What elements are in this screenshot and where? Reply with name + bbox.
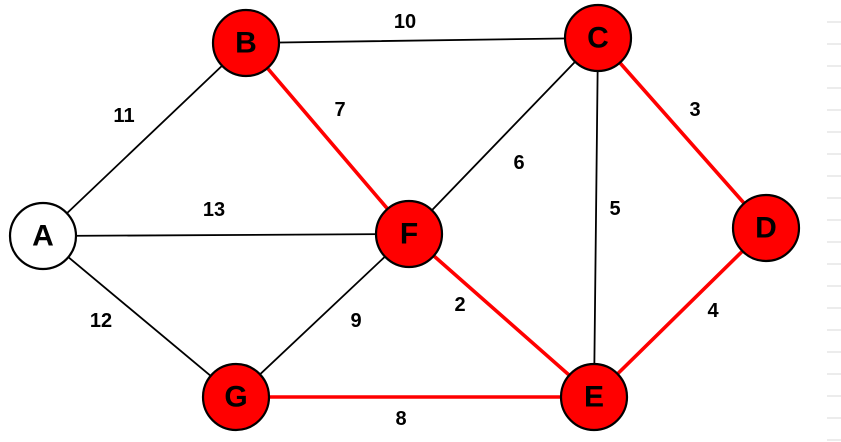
node-F [374, 199, 444, 269]
node-E [559, 362, 629, 432]
edge-weight-A-G: 12 [90, 310, 112, 332]
edge-weight-G-E: 8 [395, 408, 406, 430]
node-D [731, 193, 801, 263]
edge-C-F [408, 37, 599, 235]
edge-D-E [592, 226, 768, 399]
edge-weight-A-B: 11 [113, 105, 134, 127]
node-label-B: B [235, 27, 257, 60]
edge-weight-C-F: 6 [513, 152, 524, 174]
edge-weight-B-F: 7 [334, 99, 345, 121]
node-label-D: D [755, 212, 777, 245]
node-label-C: C [587, 22, 609, 55]
node-label-G: G [224, 381, 247, 414]
edge-F-G [235, 233, 410, 398]
edge-A-F [42, 233, 410, 237]
edge-weight-B-C: 10 [394, 11, 416, 33]
edge-A-G [42, 235, 237, 398]
node-label-E: E [584, 381, 604, 414]
node-C [563, 3, 633, 73]
edge-A-B [42, 42, 247, 237]
node-A [8, 201, 78, 271]
node-label-F: F [400, 218, 418, 251]
node-label-A: A [32, 220, 54, 253]
edge-weight-F-G: 9 [350, 310, 361, 332]
edge-weight-A-F: 13 [203, 199, 225, 221]
edge-C-D [596, 36, 768, 230]
edge-weight-C-E: 5 [609, 198, 620, 220]
node-B [211, 8, 281, 78]
edge-C-E [593, 37, 599, 398]
edge-weight-C-D: 3 [689, 99, 700, 121]
edge-B-F [244, 41, 411, 236]
edge-B-C [245, 37, 599, 44]
edge-weight-D-E: 4 [707, 300, 719, 322]
edge-weight-F-E: 2 [454, 294, 465, 316]
edge-F-E [407, 232, 596, 399]
node-G [201, 362, 271, 432]
